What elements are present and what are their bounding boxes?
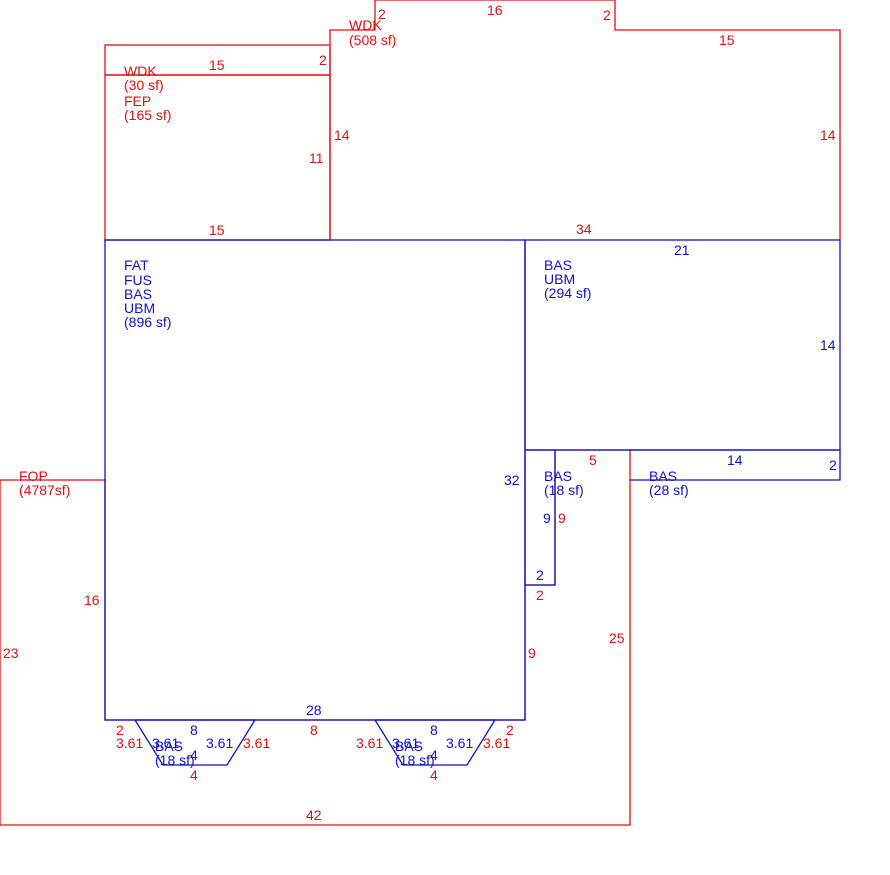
dim-label: 16 [487, 2, 503, 18]
dim-label: 2 [603, 7, 611, 23]
right-bas-line2: UBM [544, 271, 575, 287]
dim-label: 2 [378, 6, 386, 22]
bay-left-outline [133, 719, 257, 766]
dim-label: 3.61 [243, 735, 270, 751]
dim-label: 3.61 [446, 735, 473, 751]
bay-right-label: BAS [395, 738, 423, 754]
main-bas-line4: UBM [124, 300, 155, 316]
dim-label: 14 [820, 127, 836, 143]
wdk-top-area: (508 sf) [349, 32, 396, 48]
dim-label: 8 [310, 722, 318, 738]
dim-label: 8 [190, 722, 198, 738]
dim-label: 5 [589, 452, 597, 468]
dim-label: 28 [306, 702, 322, 718]
main-bas-line1: FAT [124, 257, 149, 273]
wdk-left-area: (30 sf) [124, 77, 164, 93]
dim-label: 2 [319, 52, 327, 68]
dim-label: 3.61 [483, 735, 510, 751]
dim-label: 15 [719, 32, 735, 48]
wdk-left-fep-labels: 15 2 WDK (30 sf) FEP (165 sf) 11 15 [124, 52, 327, 238]
small-bas-area: (18 sf) [544, 482, 584, 498]
bay-right-outline [373, 719, 497, 766]
fop-outline [0, 449, 631, 826]
main-bas-line2: FUS [124, 272, 152, 288]
dim-label: 2 [536, 567, 544, 583]
dim-label: 2 [116, 722, 124, 738]
main-bas-labels: FAT FUS BAS UBM (896 sf) 32 28 16 8 2 2 [84, 257, 520, 738]
wdk-top-label: WDK [349, 17, 382, 33]
dim-label: 9 [528, 645, 536, 661]
bas28-labels: 14 2 BAS (28 sf) [649, 452, 837, 498]
main-bas-area: (896 sf) [124, 314, 171, 330]
right-bas-labels: 21 BAS UBM (294 sf) 14 [544, 242, 836, 353]
fop-area: (4787sf) [19, 482, 70, 498]
dim-label: 2 [506, 722, 514, 738]
red-outlines [0, 0, 841, 826]
dim-label: 21 [674, 242, 690, 258]
dim-label: 15 [209, 222, 225, 238]
dim-label: 15 [209, 57, 225, 73]
dim-label: 34 [576, 221, 592, 237]
wdk-top-labels: WDK (508 sf) 2 16 2 15 14 14 34 [334, 2, 836, 237]
dim-label: 23 [3, 645, 19, 661]
bas28-outline [630, 449, 841, 481]
bay-left-label: BAS [155, 738, 183, 754]
fop-labels: FOP (4787sf) 23 9 25 42 [3, 468, 625, 823]
dim-label: 14 [727, 452, 743, 468]
right-bas-area: (294 sf) [544, 285, 591, 301]
dim-label: 4 [190, 747, 198, 763]
fep-area: (165 sf) [124, 107, 171, 123]
small-bas-outline [524, 449, 556, 586]
bay-right-labels: 8 3.61 3.61 3.61 3.61 BAS 4 (18 sf) 4 [356, 722, 510, 783]
bay-left-labels: 8 3.61 3.61 3.61 3.61 BAS 4 (18 sf) 4 [116, 722, 270, 783]
small-bas-labels: 5 BAS (18 sf) 9 9 2 2 [536, 452, 597, 603]
fop-label: FOP [19, 468, 48, 484]
dim-label: 3.61 [392, 735, 419, 751]
dim-label: 16 [84, 592, 100, 608]
blue-outlines [104, 239, 841, 766]
wdk-left-label: WDK [124, 63, 157, 79]
dim-label: 25 [609, 630, 625, 646]
dim-label: 4 [190, 767, 198, 783]
small-bas-label: BAS [544, 468, 572, 484]
dim-label: 11 [309, 150, 324, 166]
right-bas-line1: BAS [544, 257, 572, 273]
dim-label: 9 [543, 510, 551, 526]
dim-label: 3.61 [152, 735, 179, 751]
fep-label: FEP [124, 93, 151, 109]
dim-label: 2 [829, 457, 837, 473]
wdk-top-outline [329, 0, 841, 240]
dim-label: 8 [430, 722, 438, 738]
bay-left-area: (18 sf) [155, 752, 195, 768]
bas28-area: (28 sf) [649, 482, 689, 498]
dim-label: 14 [820, 337, 836, 353]
dim-label: 2 [536, 587, 544, 603]
bay-right-area: (18 sf) [395, 752, 435, 768]
dim-label: 4 [430, 767, 438, 783]
main-bas-outline [104, 239, 526, 721]
dim-label: 3.61 [206, 735, 233, 751]
dim-label: 14 [334, 127, 350, 143]
dim-label: 4 [430, 747, 438, 763]
dim-label: 3.61 [356, 735, 383, 751]
dim-label: 32 [504, 472, 520, 488]
dim-label: 3.61 [116, 735, 143, 751]
bas28-label: BAS [649, 468, 677, 484]
main-bas-line3: BAS [124, 286, 152, 302]
dim-label: 9 [558, 510, 566, 526]
dim-label: 42 [306, 807, 322, 823]
